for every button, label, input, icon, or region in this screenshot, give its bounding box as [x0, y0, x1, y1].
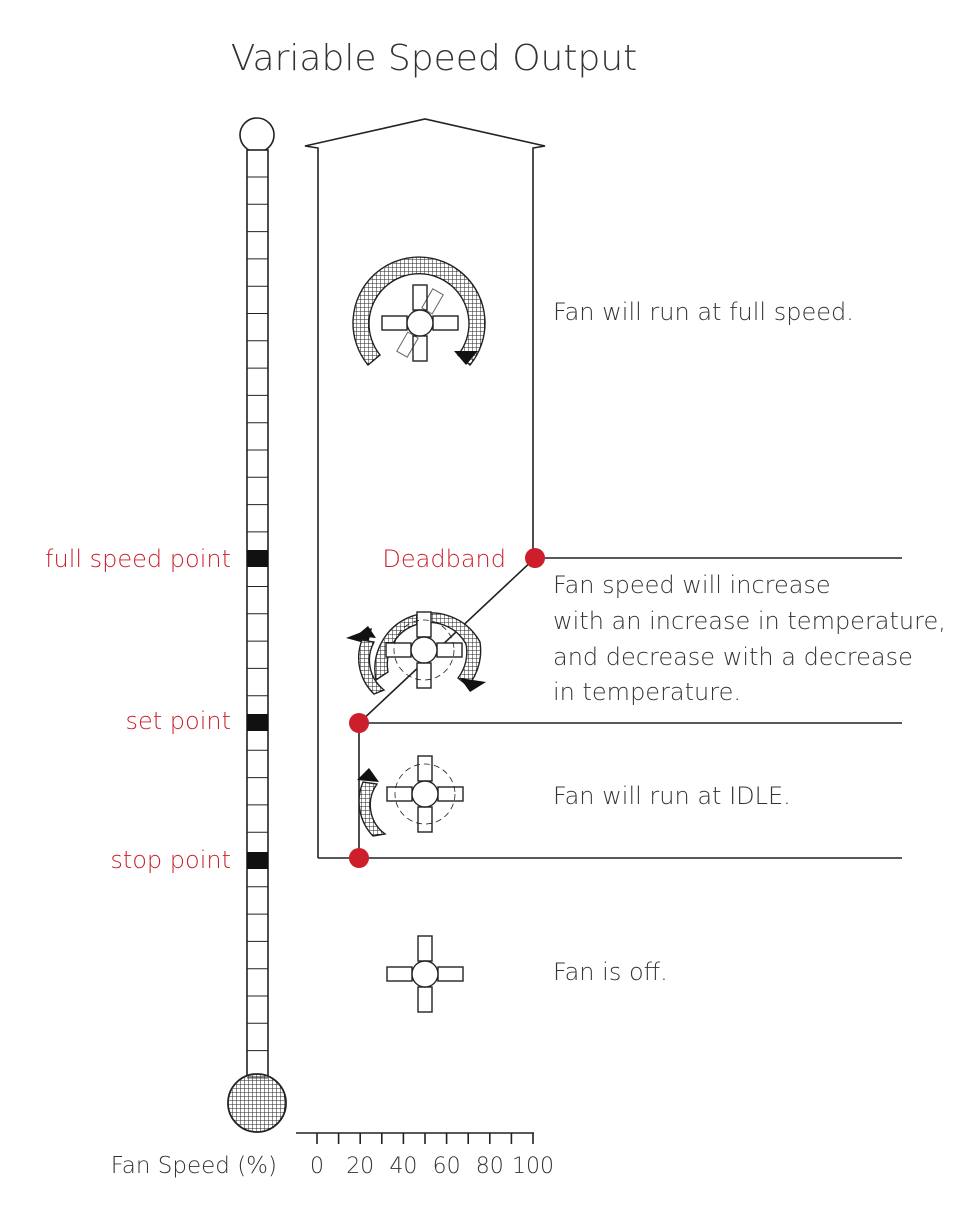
stop-point-dot: [349, 848, 369, 868]
fan-variable-speed-icon: [346, 611, 486, 695]
fan-speed-axis: [296, 1132, 534, 1144]
fan-full-speed-icon: [352, 256, 486, 366]
set-point-dot: [349, 713, 369, 733]
idle-description: Fan will run at IDLE.: [553, 782, 791, 810]
fan-off-icon: [386, 935, 464, 1013]
off-description: Fan is off.: [553, 958, 668, 986]
stop-point-label: stop point: [110, 846, 231, 874]
full-speed-marker: [247, 550, 268, 567]
ramp-description-line-4: in temperature.: [553, 678, 741, 706]
fan-idle-icon: [357, 755, 464, 837]
speed-outline: [304, 118, 902, 859]
set-point-marker: [247, 714, 268, 731]
axis-tick-label: 80: [476, 1154, 504, 1179]
axis-tick-label: 60: [433, 1154, 461, 1179]
ramp-description-line-3: and decrease with a decrease: [553, 643, 913, 671]
set-point-label: set point: [125, 707, 231, 735]
deadband-point: [525, 548, 545, 568]
deadband-label: Deadband: [382, 545, 506, 573]
axis-tick-label: 40: [389, 1154, 417, 1179]
full-speed-description: Fan will run at full speed.: [553, 298, 854, 326]
ramp-description-line-1: Fan speed will increase: [553, 571, 831, 599]
axis-tick-label: 100: [512, 1154, 554, 1179]
axis-tick-label: 0: [310, 1154, 324, 1179]
full-speed-point-label: full speed point: [45, 545, 231, 573]
axis-tick-label: 20: [346, 1154, 374, 1179]
thermometer-icon: [227, 117, 287, 1133]
diagram-title: Variable Speed Output: [231, 38, 638, 79]
axis-label: Fan Speed (%): [111, 1153, 277, 1179]
stop-point-marker: [247, 852, 268, 869]
ramp-description-line-2: with an increase in temperature,: [553, 607, 946, 635]
